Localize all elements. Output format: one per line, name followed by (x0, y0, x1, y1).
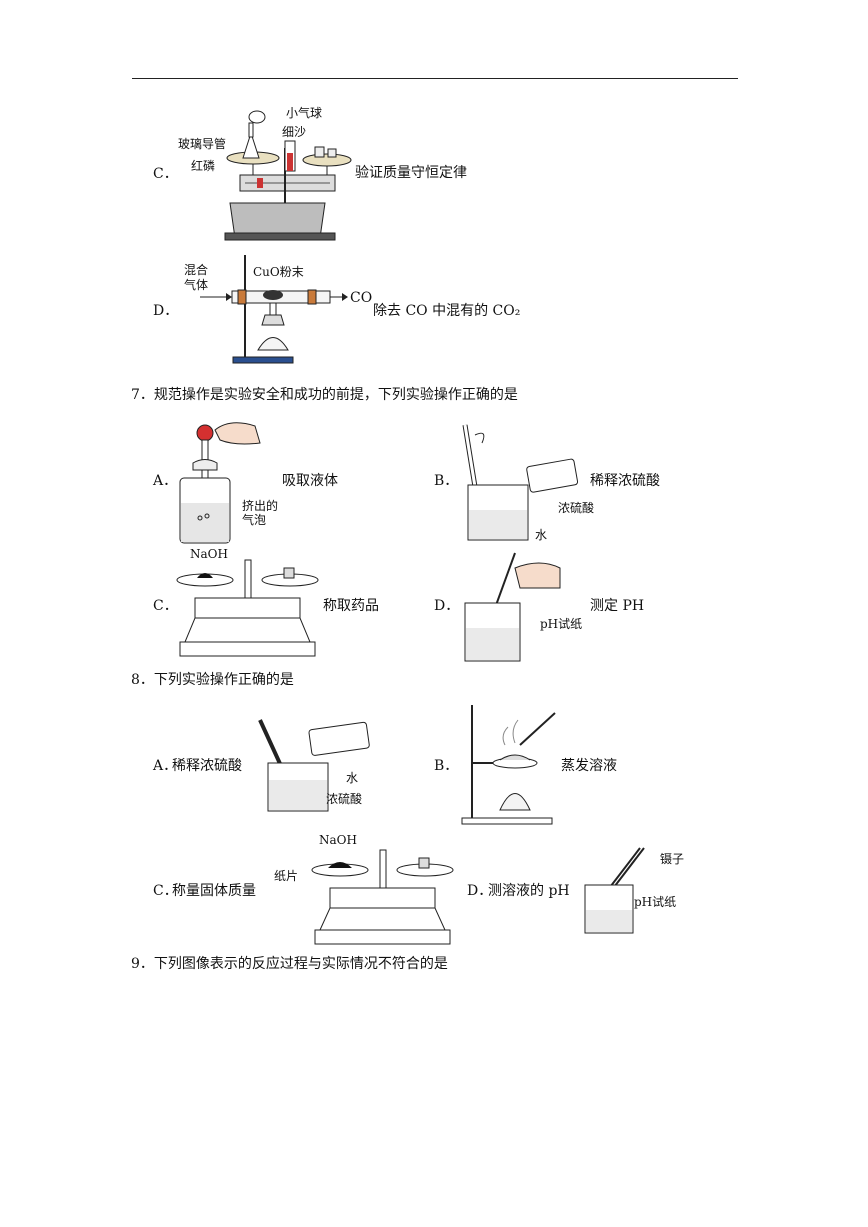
label-conc-sulfuric-acid: 浓硫酸 (558, 501, 595, 515)
q8-a-description: 稀释浓硫酸 (172, 758, 242, 774)
q7-d-description: 测定 PH (590, 598, 645, 614)
label-naoh-8c: NaOH (319, 833, 357, 847)
balance-diagram-8c (311, 849, 454, 945)
label-acid-8a: 浓硫酸 (326, 792, 363, 806)
label-co: CO (350, 290, 373, 306)
option-c-description: 验证质量守恒定律 (355, 165, 467, 181)
q7-d-letter: D． (434, 598, 460, 614)
q8-b-description: 蒸发溶液 (561, 758, 617, 774)
label-squeezed: 挤出的 (242, 499, 279, 513)
evaporation-diagram-8b (461, 705, 556, 825)
option-d-letter: D． (153, 303, 179, 319)
q8-b-letter: B． (434, 758, 459, 774)
dropper-bottle-diagram (179, 422, 261, 544)
q8-d-letter: D． (467, 883, 493, 899)
option-c-letter: C． (153, 166, 178, 182)
label-paper-8c: 纸片 (274, 869, 299, 883)
dilution-diagram-8a (258, 719, 370, 812)
label-tweezers: 镊子 (660, 852, 685, 866)
label-sand: 细沙 (282, 125, 307, 139)
q8-c-description: 称量固体质量 (172, 883, 256, 899)
balance-diagram-7c (176, 559, 319, 657)
label-mixed-gas-2: 气体 (184, 278, 209, 292)
ph-test-diagram-8d (584, 847, 645, 934)
q7-stem: 7．规范操作是实验安全和成功的前提，下列实验操作正确的是 (131, 387, 518, 403)
label-water-8a: 水 (346, 771, 359, 785)
label-glass-tube: 玻璃导管 (178, 137, 227, 151)
q8-stem: 8．下列实验操作正确的是 (131, 672, 294, 688)
q7-a-description: 吸取液体 (282, 473, 338, 489)
label-balloon: 小气球 (286, 106, 323, 120)
label-mixed-gas-1: 混合 (184, 263, 209, 277)
q7-c-description: 称取药品 (323, 598, 379, 614)
dilution-beaker-diagram (462, 424, 579, 541)
q8-a-letter: A． (153, 758, 178, 774)
option-d-description: 除去 CO 中混有的 CO₂ (373, 303, 521, 319)
q8-d-description: 测溶液的 pH (488, 883, 570, 899)
cuo-reduction-apparatus (200, 255, 348, 364)
q7-b-letter: B． (434, 473, 459, 489)
mass-conservation-apparatus (224, 110, 352, 241)
label-ph-paper-7d: pH试纸 (540, 617, 583, 631)
label-ph-paper-8d: pH试纸 (634, 895, 677, 909)
header-rule (132, 78, 738, 79)
label-red-phosphorus: 红磷 (191, 159, 216, 173)
q8-c-letter: C． (153, 883, 178, 899)
q7-a-letter: A． (153, 473, 178, 489)
label-naoh-7c: NaOH (190, 547, 228, 561)
q7-c-letter: C． (153, 598, 178, 614)
q7-b-description: 稀释浓硫酸 (590, 473, 660, 489)
label-bubbles: 气泡 (242, 513, 267, 527)
label-cuo-powder: CuO粉末 (253, 265, 304, 279)
label-water: 水 (535, 528, 548, 542)
ph-test-diagram-7d (464, 552, 561, 662)
q9-stem: 9．下列图像表示的反应过程与实际情况不符合的是 (131, 956, 448, 972)
